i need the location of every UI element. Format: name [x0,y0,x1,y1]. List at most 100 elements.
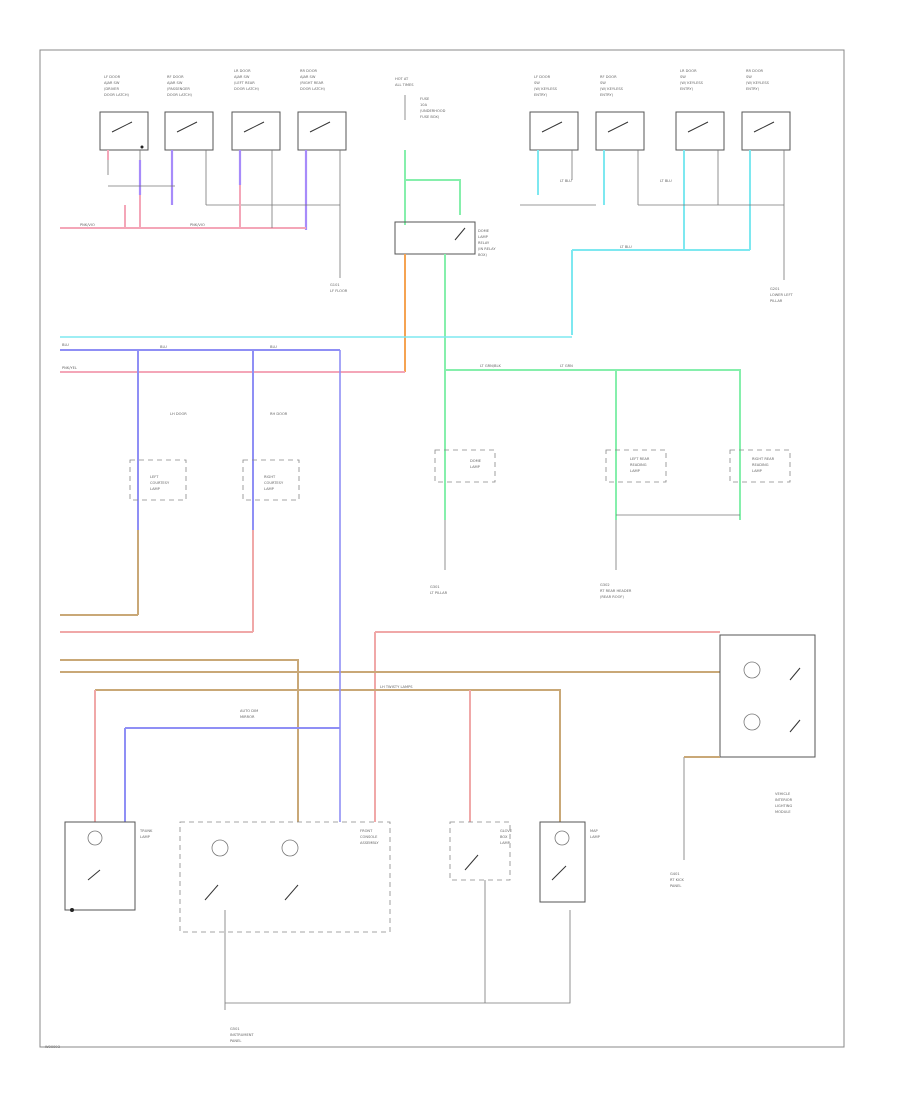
svg-text:DOME: DOME [470,459,482,463]
svg-text:(REAR ROOF): (REAR ROOF) [600,595,624,599]
svg-text:LAMP: LAMP [500,841,511,845]
svg-text:MIRROR: MIRROR [240,715,255,719]
svg-text:RR DOOR: RR DOOR [746,69,764,73]
svg-text:G501: G501 [230,1027,240,1031]
svg-text:(IN RELAY: (IN RELAY [478,247,496,251]
svg-text:FUSE BOX): FUSE BOX) [420,115,440,119]
svg-text:(UNDERHOOD: (UNDERHOOD [420,109,446,113]
svg-text:LEFT: LEFT [150,475,159,479]
svg-text:AJAR SW: AJAR SW [234,75,250,79]
svg-text:ASSEMBLY: ASSEMBLY [360,841,379,845]
svg-text:LAMP: LAMP [752,469,763,473]
svg-text:AUTO DIM: AUTO DIM [240,709,258,713]
svg-text:DOOR LATCH): DOOR LATCH) [234,87,260,91]
svg-text:ENTRY): ENTRY) [746,87,760,91]
bottom-left-switch: TRUNK LAMP [64,821,153,912]
door-switch-3: LR DOOR AJAR SW (LEFT REAR DOOR LATCH) [231,69,281,151]
svg-text:VEHICLE: VEHICLE [775,792,791,796]
top-left-switch-group: LF DOOR AJAR SW (DRIVER DOOR LATCH) RF D… [60,69,348,293]
svg-text:G302: G302 [600,583,610,587]
door-switch-8: RR DOOR SW (W/ KEYLESS ENTRY) [741,69,791,151]
svg-text:RF DOOR: RF DOOR [600,75,617,79]
center-lamp-bus: DOME LAMP LEFT REAR READING LAMP RIGHT R… [430,364,791,599]
svg-text:INTERIOR: INTERIOR [775,798,793,802]
svg-text:(LEFT REAR: (LEFT REAR [234,81,255,85]
svg-text:LAMP: LAMP [264,487,275,491]
svg-text:BOX): BOX) [478,253,487,257]
svg-text:LAMP: LAMP [140,835,151,839]
svg-text:MAP: MAP [590,829,599,833]
svg-text:SW: SW [600,81,606,85]
svg-text:LF DOOR: LF DOOR [534,75,551,79]
svg-text:DOOR LATCH): DOOR LATCH) [104,93,130,97]
svg-text:FRONT: FRONT [360,829,373,833]
bottom-mid-lamp: GLOVE BOX LAMP [449,821,513,1003]
svg-text:TRUNK: TRUNK [139,829,153,833]
svg-text:RF DOOR: RF DOOR [167,75,184,79]
svg-text:LT BLU: LT BLU [620,245,632,249]
svg-text:LEFT REAR: LEFT REAR [630,457,650,461]
svg-text:RR DOOR: RR DOOR [300,69,318,73]
svg-text:MODULE: MODULE [775,810,791,814]
svg-text:HOT AT: HOT AT [395,77,409,81]
svg-text:LAMP: LAMP [478,235,489,239]
svg-text:10A: 10A [420,103,428,107]
svg-text:(RIGHT REAR: (RIGHT REAR [300,81,324,85]
svg-text:LF DOOR: LF DOOR [104,75,121,79]
svg-text:LH DOOR: LH DOOR [170,412,187,416]
svg-text:(W/ KEYLESS: (W/ KEYLESS [534,87,558,91]
svg-text:PILLAR: PILLAR [770,299,783,303]
door-switch-4: RR DOOR AJAR SW (RIGHT REAR DOOR LATCH) [297,69,347,151]
door-switch-6: RF DOOR SW (W/ KEYLESS ENTRY) [595,75,645,151]
svg-text:PANEL: PANEL [230,1039,241,1043]
door-switch-5: LF DOOR SW (W/ KEYLESS ENTRY) [529,75,579,151]
right-module: VEHICLE INTERIOR LIGHTING MODULE G401 RT… [670,634,816,888]
svg-text:PNK/VIO: PNK/VIO [190,223,205,227]
svg-text:LAMP: LAMP [630,469,641,473]
top-right-switch-group: LF DOOR SW (W/ KEYLESS ENTRY) RF DOOR SW… [520,69,793,335]
svg-text:(DRIVER: (DRIVER [104,87,119,91]
svg-text:AJAR SW: AJAR SW [104,81,120,85]
svg-text:BLU: BLU [160,345,167,349]
svg-text:BOX: BOX [500,835,508,839]
svg-text:ENTRY): ENTRY) [680,87,694,91]
svg-text:COURTESY: COURTESY [150,481,170,485]
svg-text:SW: SW [680,75,686,79]
svg-text:(PASSENGER: (PASSENGER [167,87,190,91]
svg-text:PNK/YEL: PNK/YEL [62,366,77,370]
svg-text:LT BLU: LT BLU [660,179,672,183]
svg-text:G201: G201 [770,287,780,291]
door-switch-2: RF DOOR AJAR SW (PASSENGER DOOR LATCH) [164,75,214,151]
svg-text:AJAR SW: AJAR SW [300,75,316,79]
lower-bus-lines: LH TWISTY LAMPS AUTO DIM MIRROR [60,350,720,822]
svg-text:RIGHT: RIGHT [264,475,276,479]
svg-text:AJAR SW: AJAR SW [167,81,183,85]
svg-text:GLOVE: GLOVE [500,829,513,833]
svg-text:(W/ KEYLESS: (W/ KEYLESS [746,81,770,85]
svg-text:SW: SW [746,75,752,79]
svg-text:READING: READING [752,463,769,467]
svg-text:LR DOOR: LR DOOR [680,69,697,73]
svg-text:RT KICK: RT KICK [670,878,684,882]
svg-text:LF FLOOR: LF FLOOR [330,289,348,293]
svg-text:LAMP: LAMP [150,487,161,491]
svg-text:SW: SW [534,81,540,85]
svg-text:G101: G101 [330,283,340,287]
svg-text:ALL TIMES: ALL TIMES [395,83,414,87]
svg-text:LIGHTING: LIGHTING [775,804,792,808]
svg-text:LAMP: LAMP [470,465,481,469]
bottom-center-module: FRONT CONSOLE ASSEMBLY G501 INSTRUMENT P… [179,821,571,1043]
svg-text:LT PILLAR: LT PILLAR [430,591,448,595]
door-switch-7: LR DOOR SW (W/ KEYLESS ENTRY) [675,69,725,151]
svg-text:W00093: W00093 [45,1045,60,1049]
svg-text:LT BLU: LT BLU [560,179,572,183]
svg-text:G401: G401 [670,872,680,876]
svg-text:INSTRUMENT: INSTRUMENT [230,1033,254,1037]
svg-text:LH TWISTY LAMPS: LH TWISTY LAMPS [380,685,413,689]
svg-text:BLU: BLU [270,345,277,349]
svg-text:COURTESY: COURTESY [264,481,284,485]
bottom-right-switch: MAP LAMP [539,821,601,903]
left-courtesy-lamps: LEFT COURTESY LAMP RIGHT COURTESY LAMP L… [60,350,300,633]
